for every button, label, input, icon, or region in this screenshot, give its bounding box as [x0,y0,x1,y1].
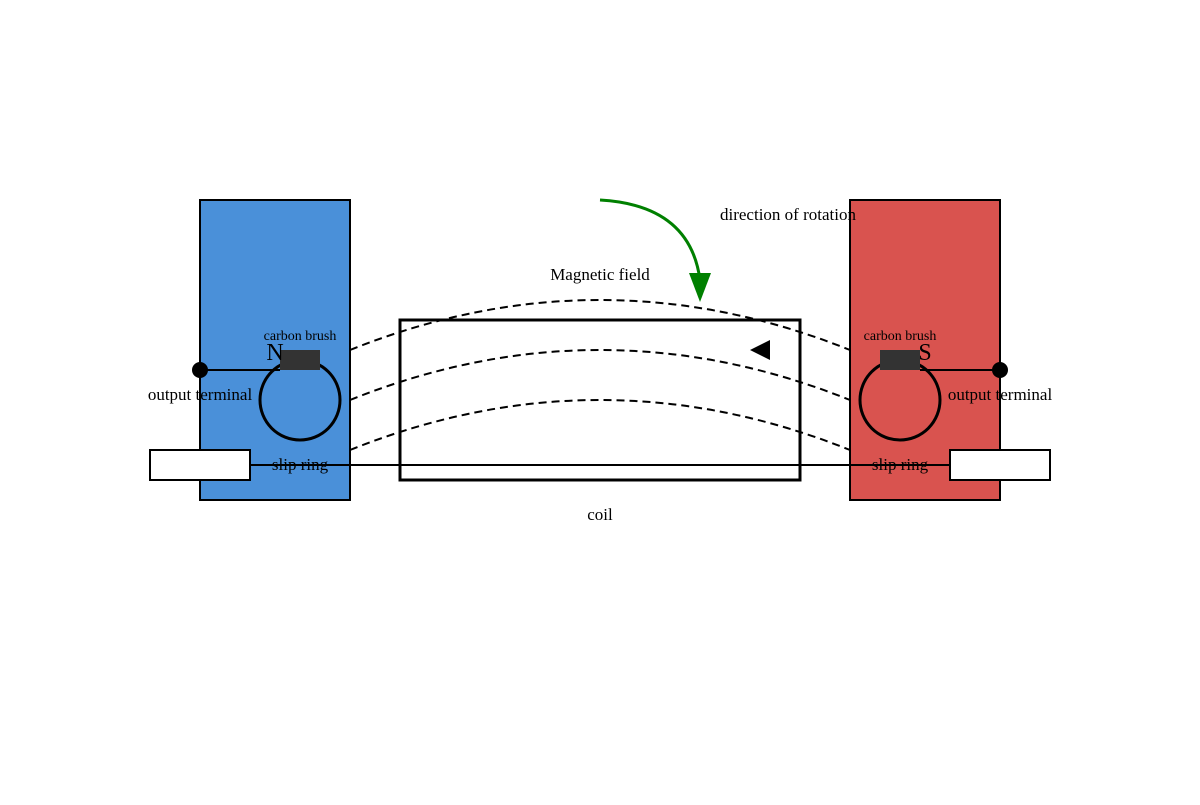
coil-label: coil [587,505,613,524]
magnetic-field-label: Magnetic field [550,265,650,284]
coil [398,318,802,482]
shaft-block-left [149,449,251,481]
direction-of-rotation-label: direction of rotation [720,205,856,224]
south-pole-label: S [918,340,931,366]
shaft-block-right [949,449,1051,481]
rotation-arrowhead [689,273,711,302]
field-line-top [349,299,851,351]
field-line-middle [349,349,851,401]
slip-ring-left-label: slip ring [272,455,329,474]
carbon-brush-right [880,350,920,370]
output-terminal-right-label: output terminal [948,385,1053,404]
output-terminal-right-dot [992,362,1008,378]
left-triangle-arrow-icon [750,340,770,360]
output-terminal-left-dot [192,362,208,378]
carbon-brush-left-label: carbon brush [264,329,337,344]
field-line-bottom [349,399,851,451]
curved-arrow-icon [599,198,702,281]
carbon-brush-left [280,350,320,370]
north-pole-label: N [266,340,283,366]
output-terminal-left-label: output terminal [148,385,253,404]
carbon-brush-right-label: carbon brush [864,329,937,344]
slip-ring-right-label: slip ring [872,455,929,474]
